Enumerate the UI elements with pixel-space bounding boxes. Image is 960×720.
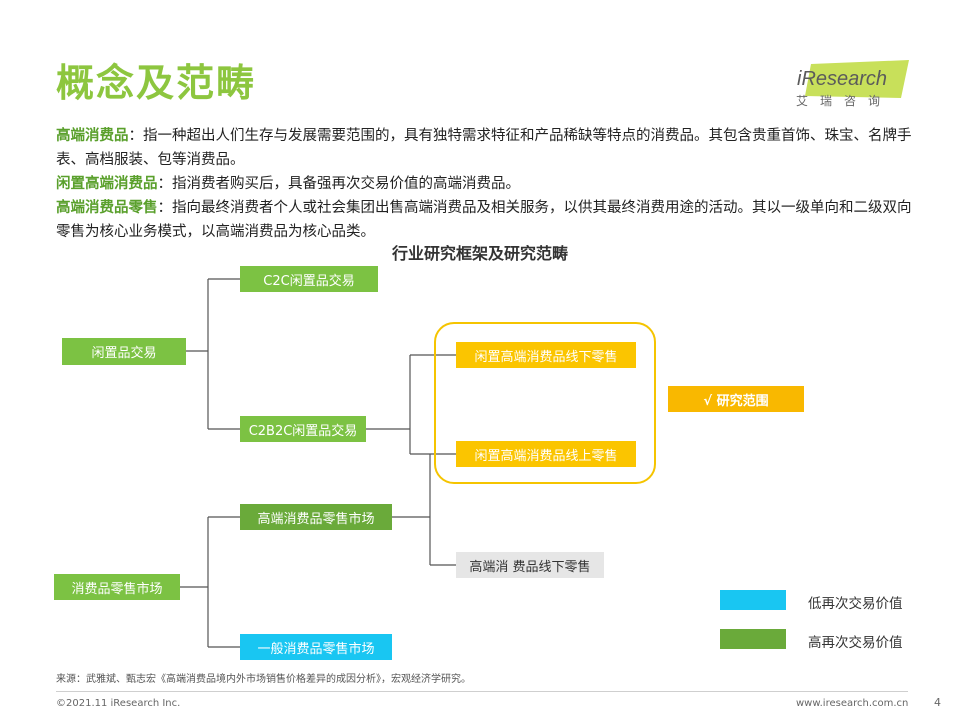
- legend-swatch-low: [720, 590, 786, 610]
- legend-swatch-high: [720, 629, 786, 649]
- node-offline-idle: 闲置高端消费品线下零售: [456, 342, 636, 368]
- definition-luxury-retail: 高端消费品零售：指向最终消费者个人或社会集团出售高端消费品及相关服务，以供其最终…: [56, 196, 916, 244]
- framework-title: 行业研究框架及研究范畴: [391, 244, 568, 263]
- node-online-idle: 闲置高端消费品线上零售: [456, 441, 636, 467]
- copyright: ©2021.11 iResearch Inc.: [56, 698, 181, 709]
- definitions: 高端消费品：指一种超出人们生存与发展需要范围的，具有独特需求特征和产品稀缺等特点…: [56, 124, 916, 244]
- definition-text: ：指向最终消费者个人或社会集团出售高端消费品及相关服务，以供其最终消费用途的活动…: [56, 200, 912, 240]
- definition-term: 高端消费品零售: [56, 200, 158, 216]
- iresearch-logo: iResearch: [797, 60, 909, 98]
- footer-divider: [56, 691, 908, 692]
- page-title: 概念及范畴: [56, 61, 257, 105]
- definition-text: ：指一种超出人们生存与发展需要范围的，具有独特需求特征和产品稀缺等特点的消费品。…: [56, 128, 912, 168]
- page-number: 4: [934, 696, 941, 709]
- node-c2c: C2C闲置品交易: [240, 266, 378, 292]
- definition-luxury: 高端消费品：指一种超出人们生存与发展需要范围的，具有独特需求特征和产品稀缺等特点…: [56, 124, 916, 172]
- node-consumer-retail: 消费品零售市场: [54, 574, 180, 600]
- node-general-retail: 一般消费品零售市场: [240, 634, 392, 660]
- node-luxury-offline: 高端消 费品线下零售: [456, 552, 604, 578]
- node-research-scope: √ 研究范围: [668, 386, 804, 412]
- logo-subtitle: 艾瑞咨询: [796, 94, 893, 108]
- definition-idle-luxury: 闲置高端消费品：指消费者购买后，具备强再次交易价值的高端消费品。: [56, 172, 916, 196]
- source-note: 来源：武雅斌、甄志宏《高端消费品境内外市场销售价格差异的成因分析》，宏观经济学研…: [56, 674, 471, 685]
- svg-text:iResearch: iResearch: [797, 68, 887, 90]
- definition-text: ：指消费者购买后，具备强再次交易价值的高端消费品。: [157, 176, 521, 192]
- legend-label-high: 高再次交易价值: [808, 635, 903, 651]
- legend-label-low: 低再次交易价值: [808, 596, 903, 612]
- node-idle-trade: 闲置品交易: [62, 338, 186, 365]
- highlight-frame: [434, 322, 656, 484]
- definition-term: 闲置高端消费品: [56, 176, 158, 192]
- node-luxury-retail: 高端消费品零售市场: [240, 504, 392, 530]
- node-c2b2c: C2B2C闲置品交易: [240, 416, 366, 442]
- website-link[interactable]: www.iresearch.com.cn: [796, 698, 909, 709]
- definition-term: 高端消费品: [56, 128, 129, 144]
